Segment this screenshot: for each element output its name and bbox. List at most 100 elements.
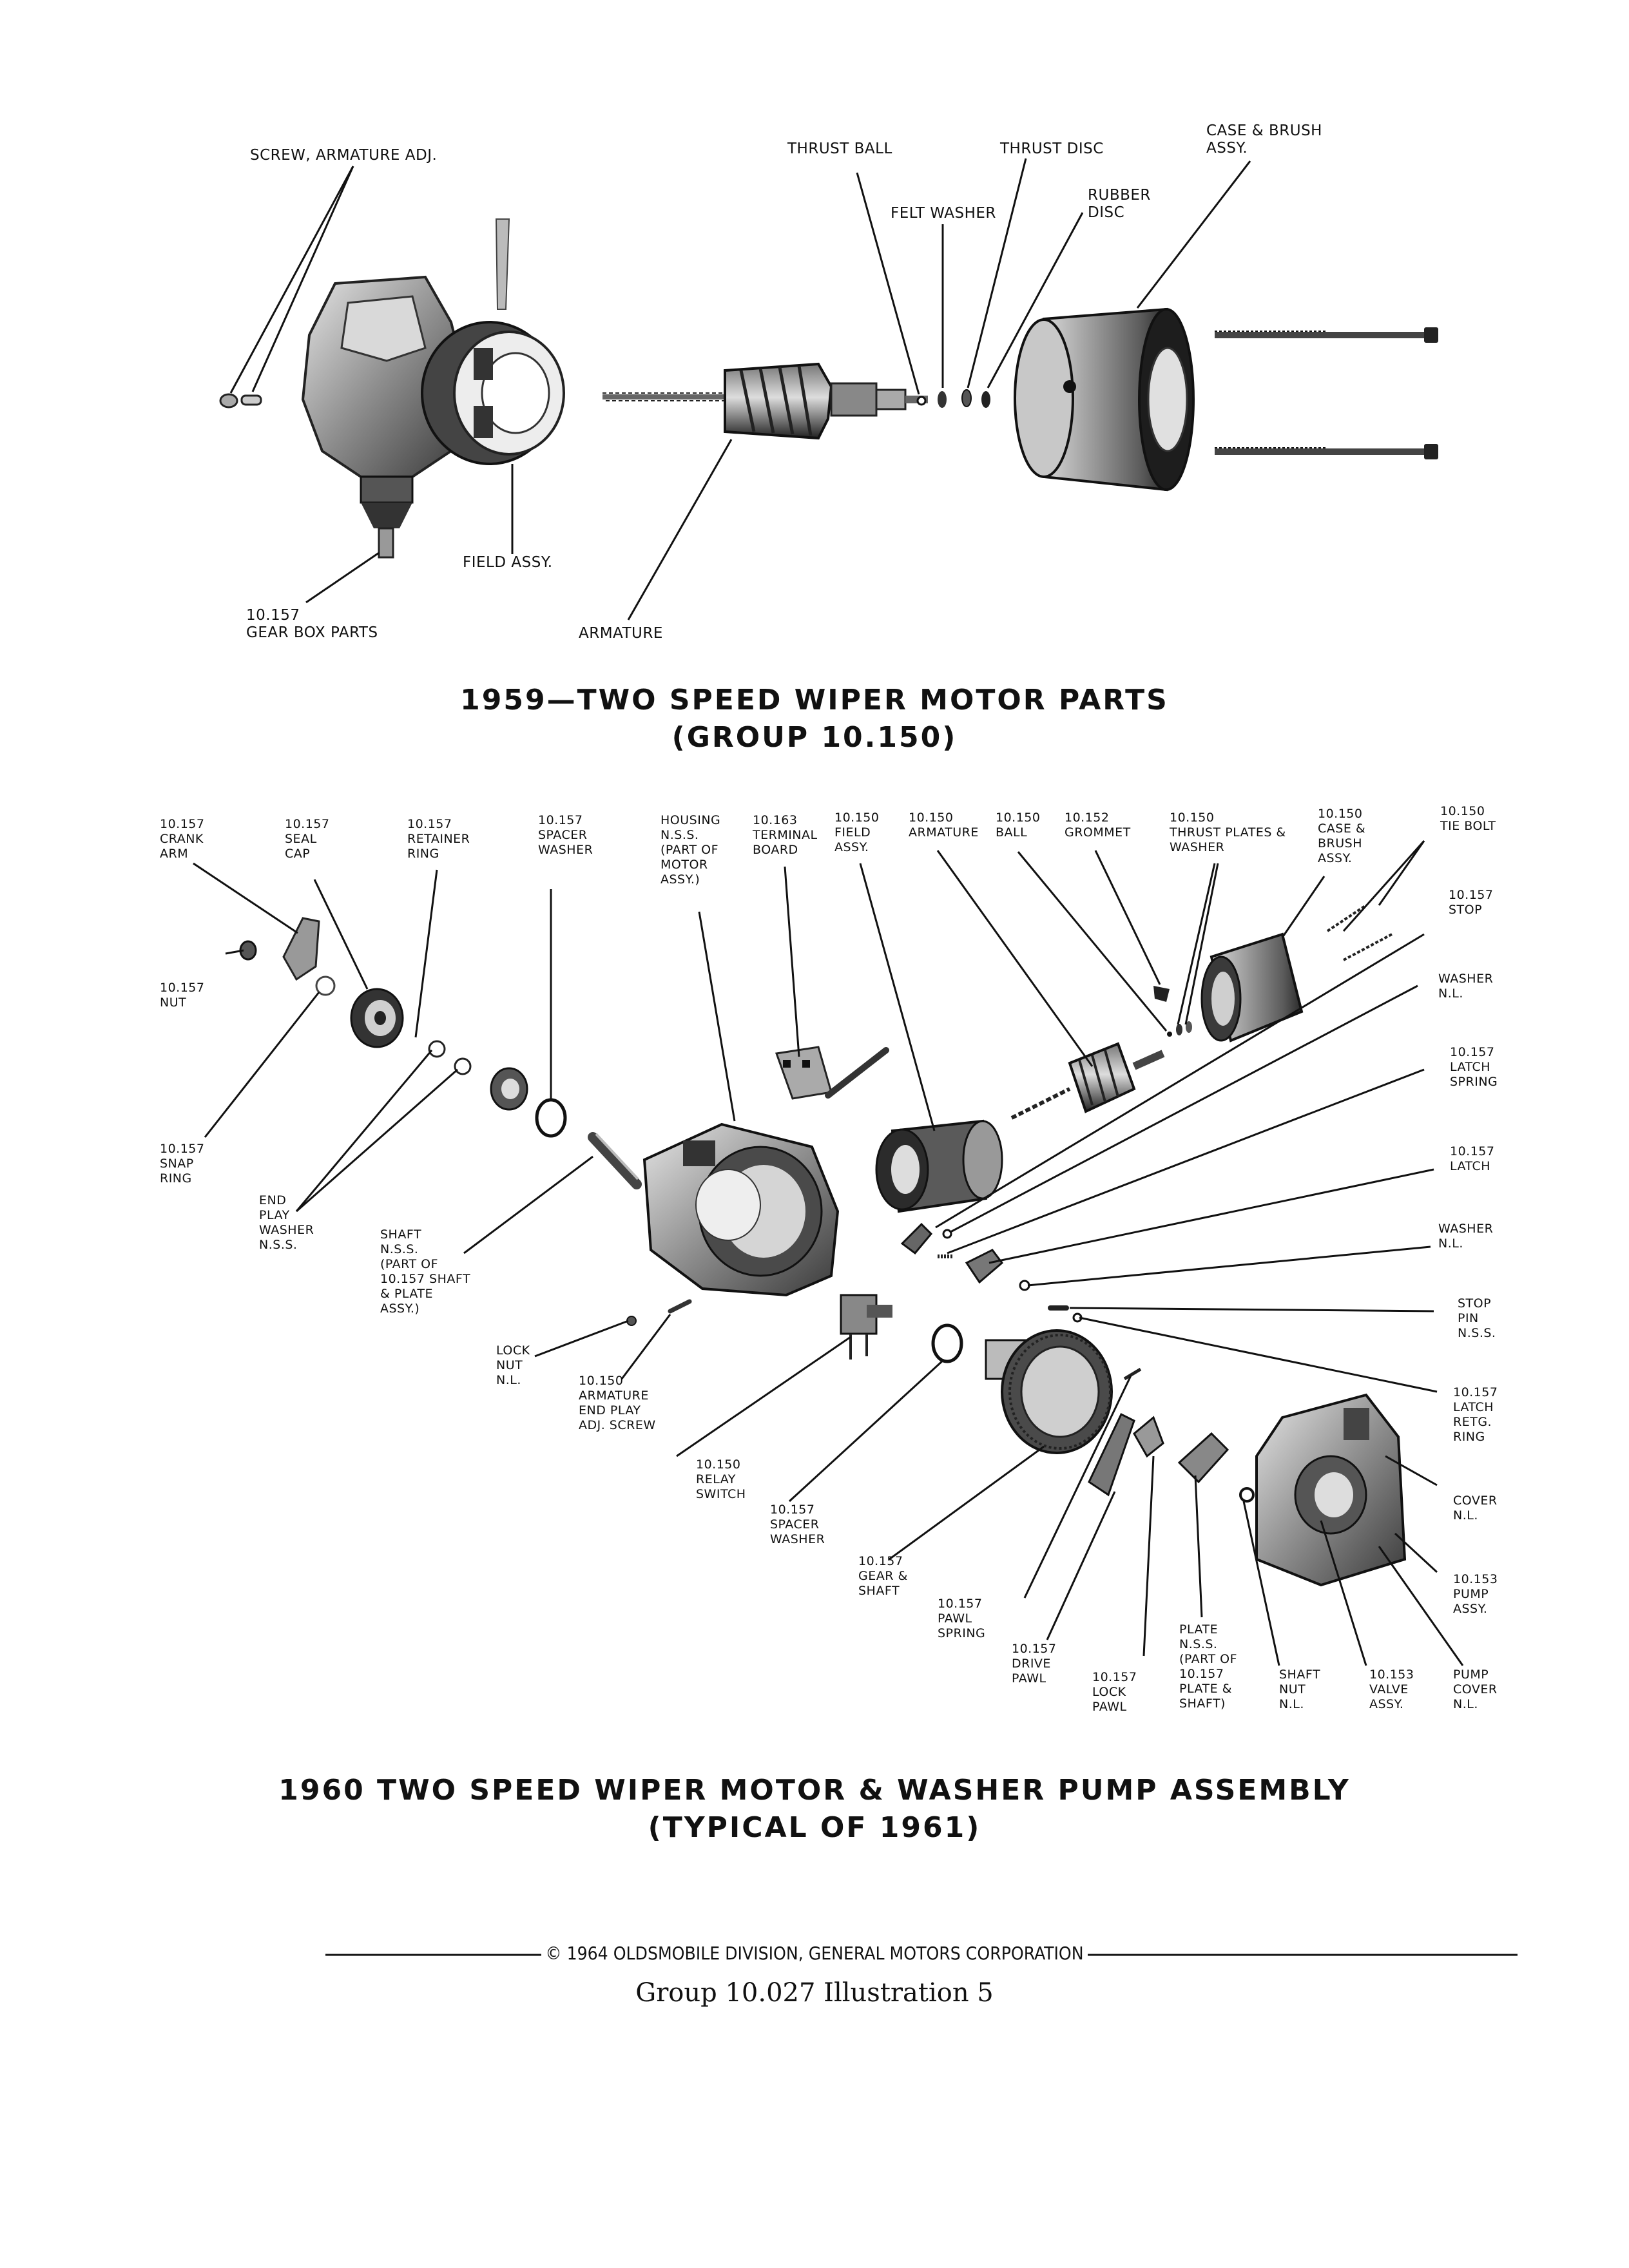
label-pump-cover: PUMP COVER N.L. <box>1453 1667 1498 1711</box>
field-assembly-part <box>421 321 565 465</box>
label-latch: 10.157 LATCH <box>1450 1144 1495 1173</box>
label-case-and-brush-assy: CASE & BRUSH ASSY. <box>1206 122 1322 157</box>
label-lock-nut: LOCK NUT N.L. <box>496 1343 530 1387</box>
gear-and-shaft-part <box>985 1329 1113 1454</box>
label-thrust-ball: THRUST BALL <box>787 140 892 157</box>
label-washer-nl-1: WASHER N.L. <box>1438 972 1494 1001</box>
armature-end-play-screw-part <box>668 1299 692 1314</box>
copyright-line: © 1964 OLDSMOBILE DIVISION, GENERAL MOTO… <box>0 1943 1629 1964</box>
label-rubber-disc: RUBBER DISC <box>1088 187 1151 221</box>
label-shaft-nut: SHAFT NUT N.L. <box>1279 1667 1321 1711</box>
tie-bolt-part <box>1326 904 1367 932</box>
label-latch-retg-ring: 10.157 LATCH RETG. RING <box>1453 1385 1498 1444</box>
terminal-board-part <box>775 1046 889 1100</box>
lock-pawl-part <box>1133 1416 1164 1458</box>
label-cover: COVER N.L. <box>1453 1494 1498 1523</box>
end-play-washer-part <box>428 1040 446 1058</box>
thrust-plate-part <box>1176 1024 1182 1035</box>
label-shaft: SHAFT N.S.S. (PART OF 10.157 SHAFT & PLA… <box>380 1227 471 1316</box>
pawl-spring-part <box>1123 1367 1142 1381</box>
label-terminal-board: 10.163 TERMINAL BOARD <box>753 813 818 857</box>
pump-assembly-part <box>1255 1393 1407 1587</box>
label-grommet: 10.152 GROMMET <box>1065 811 1131 840</box>
figure2-subtitle: (TYPICAL OF 1961) <box>648 1811 981 1844</box>
label-field-assy: FIELD ASSY. <box>463 554 553 571</box>
crank-arm-part <box>282 917 320 981</box>
latch-part <box>965 1249 1004 1284</box>
grommet-part <box>1153 986 1170 1002</box>
label-drive-pawl: 10.157 DRIVE PAWL <box>1012 1642 1057 1686</box>
label-armature-end-play-adj-screw: 10.150 ARMATURE END PLAY ADJ. SCREW <box>579 1374 656 1432</box>
spacer-washer-part <box>931 1323 963 1363</box>
label-armature-2: 10.150 ARMATURE <box>909 811 979 840</box>
label-spacer-washer-top: 10.157 SPACER WASHER <box>538 813 593 857</box>
copyright-text: © 1964 OLDSMOBILE DIVISION, GENERAL MOTO… <box>541 1943 1088 1964</box>
label-crank-arm: 10.157 CRANK ARM <box>160 817 205 861</box>
label-seal-cap: 10.157 SEAL CAP <box>285 817 330 861</box>
label-snap-ring: 10.157 SNAP RING <box>160 1142 205 1186</box>
case-and-brush-assembly-part <box>1200 932 1304 1043</box>
label-field-assy-2: 10.150 FIELD ASSY. <box>834 811 880 854</box>
figure2-title: 1960 TWO SPEED WIPER MOTOR & WASHER PUMP… <box>278 1774 1351 1807</box>
fig1-parts <box>219 218 1438 559</box>
label-plate: PLATE N.S.S. (PART OF 10.157 PLATE & SHA… <box>1179 1622 1238 1711</box>
armature-part <box>602 362 928 440</box>
label-housing: HOUSING N.S.S. (PART OF MOTOR ASSY.) <box>660 813 721 887</box>
fig2-parts <box>239 904 1407 1587</box>
group-illustration-caption: Group 10.027 Illustration 5 <box>635 1978 994 2008</box>
armature-adj-screw-part <box>219 393 238 408</box>
tie-bolt-part <box>1215 327 1438 343</box>
plate-part <box>1177 1432 1229 1484</box>
armature-adj-screw-part <box>240 394 262 406</box>
label-ball: 10.150 BALL <box>996 811 1041 840</box>
figure1-subtitle: (GROUP 10.150) <box>671 721 958 754</box>
thrust-disc-part <box>961 389 972 407</box>
label-washer-nl-2: WASHER N.L. <box>1438 1222 1494 1251</box>
label-tie-bolt: 10.150 TIE BOLT <box>1440 804 1496 833</box>
gear-box-housing-part <box>301 218 510 559</box>
lock-nut-part <box>626 1316 637 1326</box>
label-nut: 10.157 NUT <box>160 981 205 1010</box>
felt-washer-part <box>938 391 947 408</box>
retainer-ring-part <box>490 1067 528 1111</box>
label-retainer-ring: 10.157 RETAINER RING <box>407 817 470 861</box>
spacer-washer-part <box>535 1098 567 1138</box>
label-stop-pin: STOP PIN N.S.S. <box>1458 1296 1496 1340</box>
thrust-ball-part <box>916 396 927 406</box>
case-and-brush-assembly-part <box>1014 307 1195 492</box>
end-play-washer-part <box>454 1057 472 1075</box>
label-lock-pawl: 10.157 LOCK PAWL <box>1092 1670 1137 1714</box>
thrust-plate-part <box>1186 1021 1192 1033</box>
armature-part <box>1010 1042 1165 1120</box>
snap-ring-part <box>315 975 336 996</box>
label-relay-switch: 10.150 RELAY SWITCH <box>696 1457 746 1501</box>
seal-cap-part <box>350 988 404 1048</box>
label-felt-washer: FELT WASHER <box>891 205 996 222</box>
label-screw-armature-adj: SCREW, ARMATURE ADJ. <box>250 147 438 164</box>
tie-bolt-part <box>1343 933 1393 961</box>
label-pump-assy: 10.153 PUMP ASSY. <box>1453 1572 1498 1616</box>
label-thrust-disc: THRUST DISC <box>1000 140 1104 157</box>
washer-part <box>1019 1280 1030 1291</box>
label-latch-spring: 10.157 LATCH SPRING <box>1450 1045 1498 1089</box>
drive-pawl-part <box>1088 1412 1135 1497</box>
fig2-leader-lines <box>193 840 1464 1666</box>
label-pawl-spring: 10.157 PAWL SPRING <box>938 1597 986 1640</box>
housing-part <box>642 1122 840 1297</box>
label-armature: ARMATURE <box>579 625 663 642</box>
label-gear-box-parts: 10.157 GEAR BOX PARTS <box>246 607 378 641</box>
label-end-play-washer: END PLAY WASHER N.S.S. <box>259 1193 314 1252</box>
fig1-leader-lines <box>229 158 1251 620</box>
washer-part <box>942 1229 952 1239</box>
tie-bolt-part <box>1215 444 1438 459</box>
label-gear-and-shaft: 10.157 GEAR & SHAFT <box>858 1554 908 1598</box>
shaft-nut-part <box>1239 1487 1255 1503</box>
relay-switch-part <box>840 1294 892 1360</box>
rubber-disc-part <box>981 391 990 408</box>
label-stop: 10.157 STOP <box>1449 888 1494 917</box>
ball-part <box>1167 1032 1172 1037</box>
figure1-title: 1959—TWO SPEED WIPER MOTOR PARTS <box>460 684 1169 716</box>
stop-part <box>900 1222 933 1255</box>
label-valve-assy: 10.153 VALVE ASSY. <box>1369 1667 1414 1711</box>
